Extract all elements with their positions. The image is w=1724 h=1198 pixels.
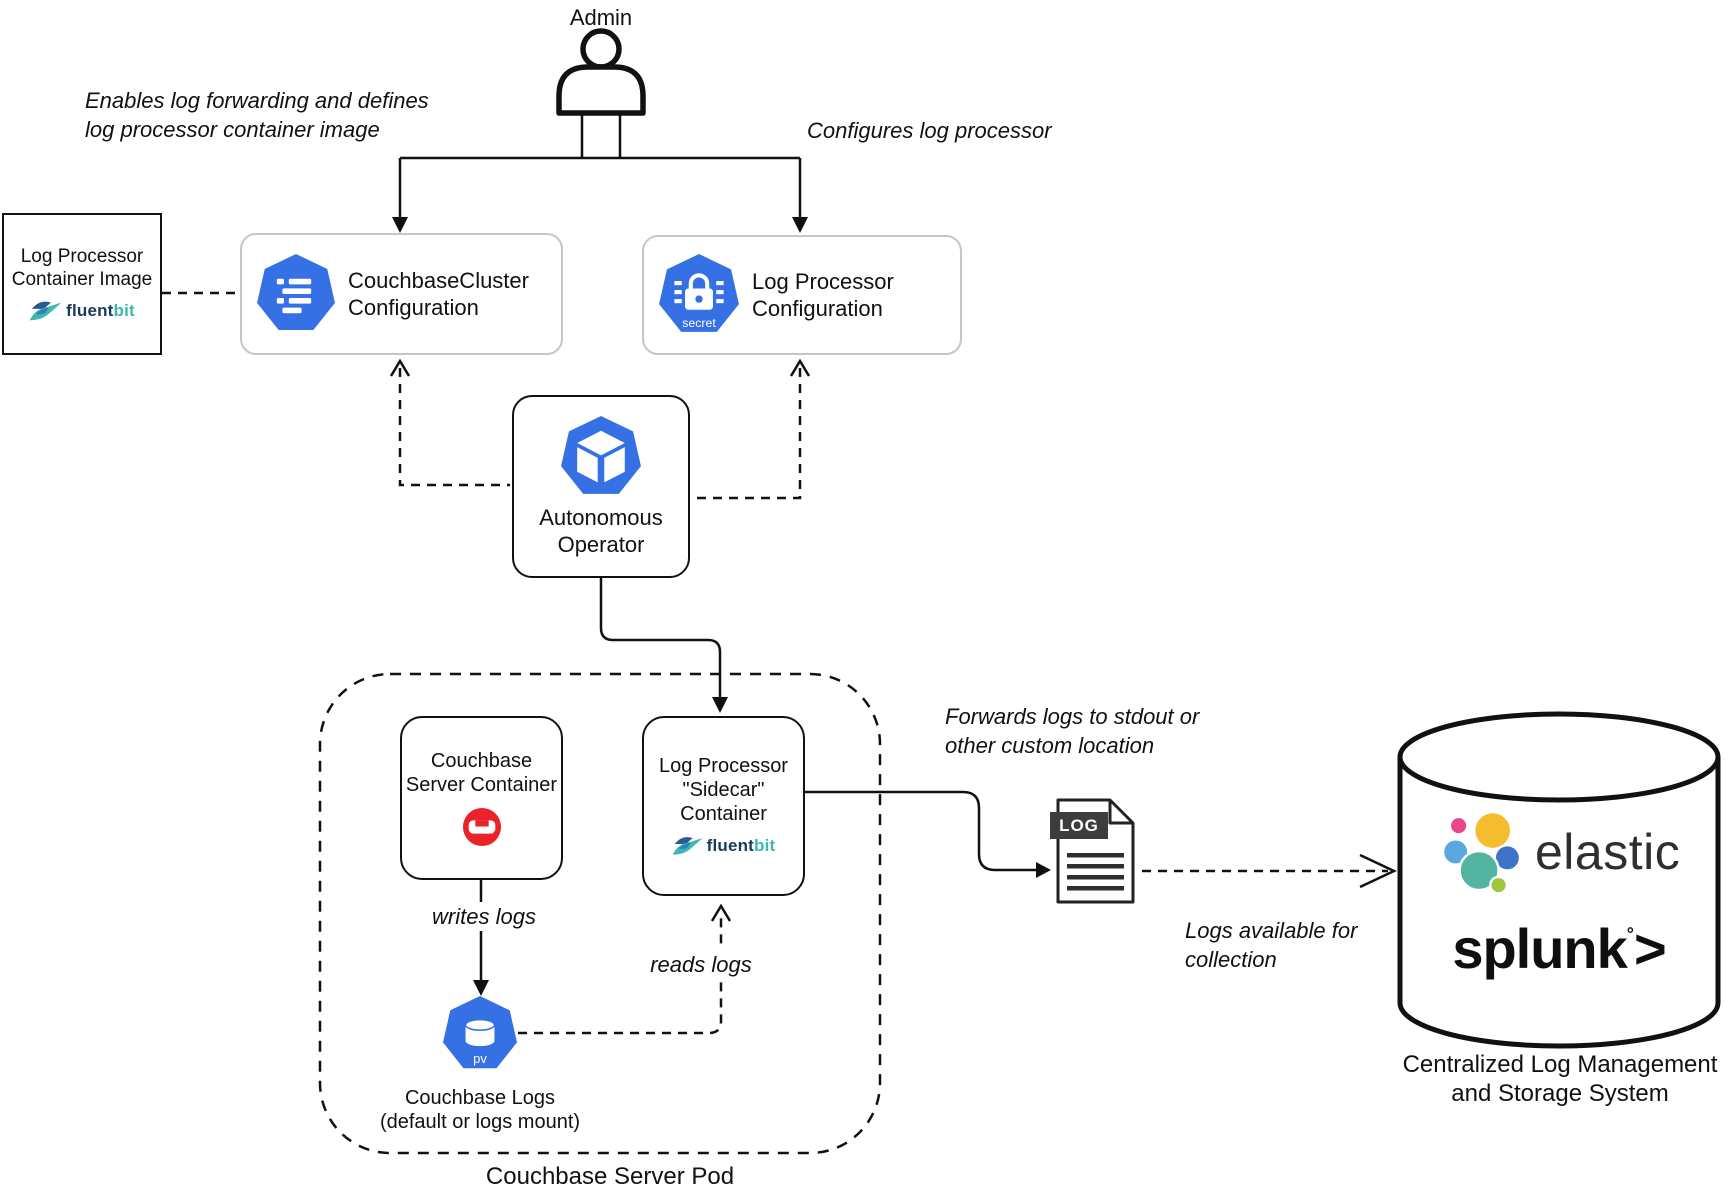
splunk-wordmark: splunk	[1452, 917, 1627, 980]
fluentbit-logo: fluentbit	[672, 834, 776, 858]
elastic-cluster-icon	[1443, 812, 1521, 892]
reads-logs-label: reads logs	[632, 950, 770, 979]
secret-config-label: Log Processor Configuration	[752, 269, 894, 321]
k8s-secret-icon: secret	[659, 254, 739, 332]
log-processor-image-title: Log Processor Container Image	[11, 245, 153, 290]
fluentbit-bird-icon	[29, 301, 62, 320]
arrowhead	[392, 217, 408, 233]
arrowhead	[473, 980, 489, 996]
admin-to-config-arrows	[398, 113, 802, 220]
sidecar-label: Log Processor "Sidecar" Container	[659, 755, 788, 825]
autonomous-operator-box: Autonomous Operator	[512, 395, 690, 578]
splunk-chevron: >	[1633, 917, 1667, 980]
operator-to-cluster-dashed-arrow	[389, 358, 510, 487]
sidecar-to-log-arrow	[805, 790, 1038, 872]
secret-caption: secret	[682, 316, 716, 330]
fluentbit-bird-icon	[672, 837, 703, 855]
elastic-wordmark: elastic	[1535, 824, 1681, 880]
fluentbit-logo: fluentbit	[29, 298, 135, 324]
log-badge: LOG	[1050, 812, 1108, 839]
pv-volume: pv	[442, 996, 518, 1077]
storage-caption: Centralized Log Management and Storage S…	[1402, 1051, 1718, 1107]
couchbase-server-container-box: Couchbase Server Container	[400, 716, 563, 880]
cluster-config-label: CouchbaseCluster Configuration	[348, 268, 529, 320]
couchbase-logs-label: Couchbase Logs (default or logs mount)	[379, 1087, 581, 1133]
forwards-annotation: Forwards logs to stdout or other custom …	[945, 704, 1200, 758]
operator-to-sidecar-arrow	[599, 578, 722, 700]
fluentbit-wordmark: fluentbit	[66, 300, 135, 320]
enables-annotation: Enables log forwarding and defines log p…	[85, 88, 429, 142]
reads-logs-dashed-arrow	[518, 903, 732, 1035]
arrowhead	[792, 217, 808, 233]
splunk-logo: splunk°>	[1400, 916, 1718, 981]
operator-to-secret-dashed-arrow	[692, 358, 811, 500]
splunk-mark: °	[1626, 924, 1634, 944]
server-container-label: Couchbase Server Container	[405, 750, 558, 796]
log-to-storage-dashed-arrow	[1142, 853, 1397, 889]
logs-available-annotation: Logs available for collection	[1185, 918, 1358, 972]
log-processor-sidecar-box: Log Processor "Sidecar" Container fluent…	[642, 716, 805, 896]
k8s-pod-icon	[561, 415, 641, 494]
couchbase-cluster-config-box: CouchbaseCluster Configuration	[240, 233, 563, 355]
k8s-configmap-icon	[257, 254, 335, 330]
log-processor-config-box: secret Log Processor Configuration	[642, 235, 962, 355]
log-processor-image-box: Log Processor Container Image fluentbit	[2, 213, 162, 355]
admin-label: Admin	[569, 5, 633, 30]
elastic-logo: elastic	[1443, 812, 1680, 892]
arrowhead	[1036, 862, 1051, 878]
arrowhead	[712, 697, 728, 713]
pv-caption: pv	[473, 1051, 487, 1066]
operator-label: Autonomous Operator	[539, 504, 663, 557]
pod-boundary	[318, 672, 882, 1155]
admin-person-icon	[556, 28, 646, 116]
pod-label: Couchbase Server Pod	[485, 1163, 735, 1190]
fluentbit-wordmark: fluentbit	[706, 836, 776, 855]
couchbase-icon	[462, 807, 501, 847]
k8s-pv-icon: pv	[442, 996, 518, 1069]
configures-annotation: Configures log processor	[807, 118, 1052, 143]
writes-logs-label: writes logs	[414, 902, 554, 931]
